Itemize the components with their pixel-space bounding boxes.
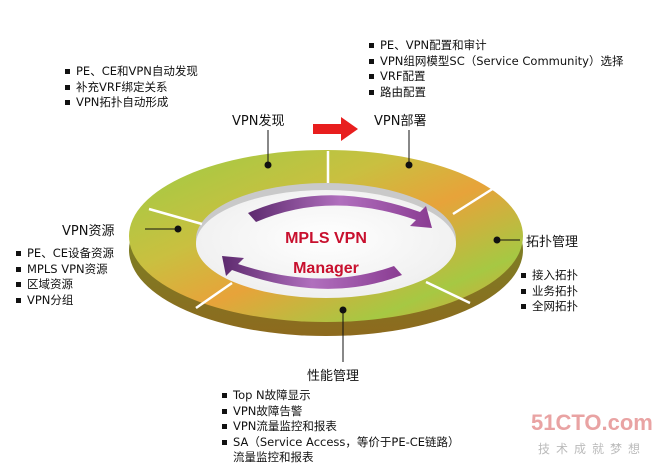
discovery-list: PE、CE和VPN自动发现 补充VRF绑定关系 VPN拓扑自动形成 bbox=[65, 64, 198, 111]
purple-arrow-top bbox=[248, 195, 432, 228]
list-item: VPN故障告警 bbox=[222, 404, 460, 420]
list-item: SA（Service Access，等价于PE-CE链路） bbox=[222, 435, 460, 451]
ring-dividers bbox=[148, 151, 495, 310]
center-title-line2: Manager bbox=[293, 260, 359, 277]
list-item: VPN分组 bbox=[16, 293, 114, 309]
list-item: PE、CE和VPN自动发现 bbox=[65, 64, 198, 80]
list-item: PE、CE设备资源 bbox=[16, 246, 114, 262]
stage-title-topology: 拓扑管理 bbox=[526, 235, 579, 250]
list-item: 业务拓扑 bbox=[521, 284, 578, 300]
list-item: 区域资源 bbox=[16, 277, 114, 293]
watermark-brand: 51CTO.com bbox=[531, 410, 653, 435]
list-item: PE、VPN配置和审计 bbox=[369, 38, 623, 54]
list-item: Top N故障显示 bbox=[222, 388, 460, 404]
deploy-list: PE、VPN配置和审计 VPN组网模型SC（Service Community）… bbox=[369, 38, 623, 100]
topology-list: 接入拓扑 业务拓扑 全网拓扑 bbox=[521, 268, 578, 315]
center-title-line1: MPLS VPN bbox=[285, 230, 367, 247]
list-item: 全网拓扑 bbox=[521, 299, 578, 315]
stage-title-resources: VPN资源 bbox=[62, 224, 115, 239]
list-item: 路由配置 bbox=[369, 85, 623, 101]
resources-list: PE、CE设备资源 MPLS VPN资源 区域资源 VPN分组 bbox=[16, 246, 114, 308]
performance-list: Top N故障显示 VPN故障告警 VPN流量监控和报表 SA（Service … bbox=[222, 388, 460, 466]
list-item: VPN拓扑自动形成 bbox=[65, 95, 198, 111]
list-item: VPN流量监控和报表 bbox=[222, 419, 460, 435]
stage-title-deploy: VPN部署 bbox=[374, 114, 427, 129]
stage-title-discovery: VPN发现 bbox=[232, 114, 285, 129]
list-item: 接入拓扑 bbox=[521, 268, 578, 284]
list-item: VRF配置 bbox=[369, 69, 623, 85]
watermark-slogan: 技术成就梦想 bbox=[538, 442, 647, 456]
list-item-continuation: 流量监控和报表 bbox=[233, 450, 314, 464]
list-item: 补充VRF绑定关系 bbox=[65, 80, 198, 96]
list-item: VPN组网模型SC（Service Community）选择 bbox=[369, 54, 623, 70]
stage-title-performance: 性能管理 bbox=[307, 369, 360, 384]
leader-lines bbox=[145, 130, 520, 362]
list-item: MPLS VPN资源 bbox=[16, 262, 114, 278]
red-forward-arrow bbox=[313, 117, 358, 141]
purple-arrow-bottom bbox=[222, 256, 402, 289]
